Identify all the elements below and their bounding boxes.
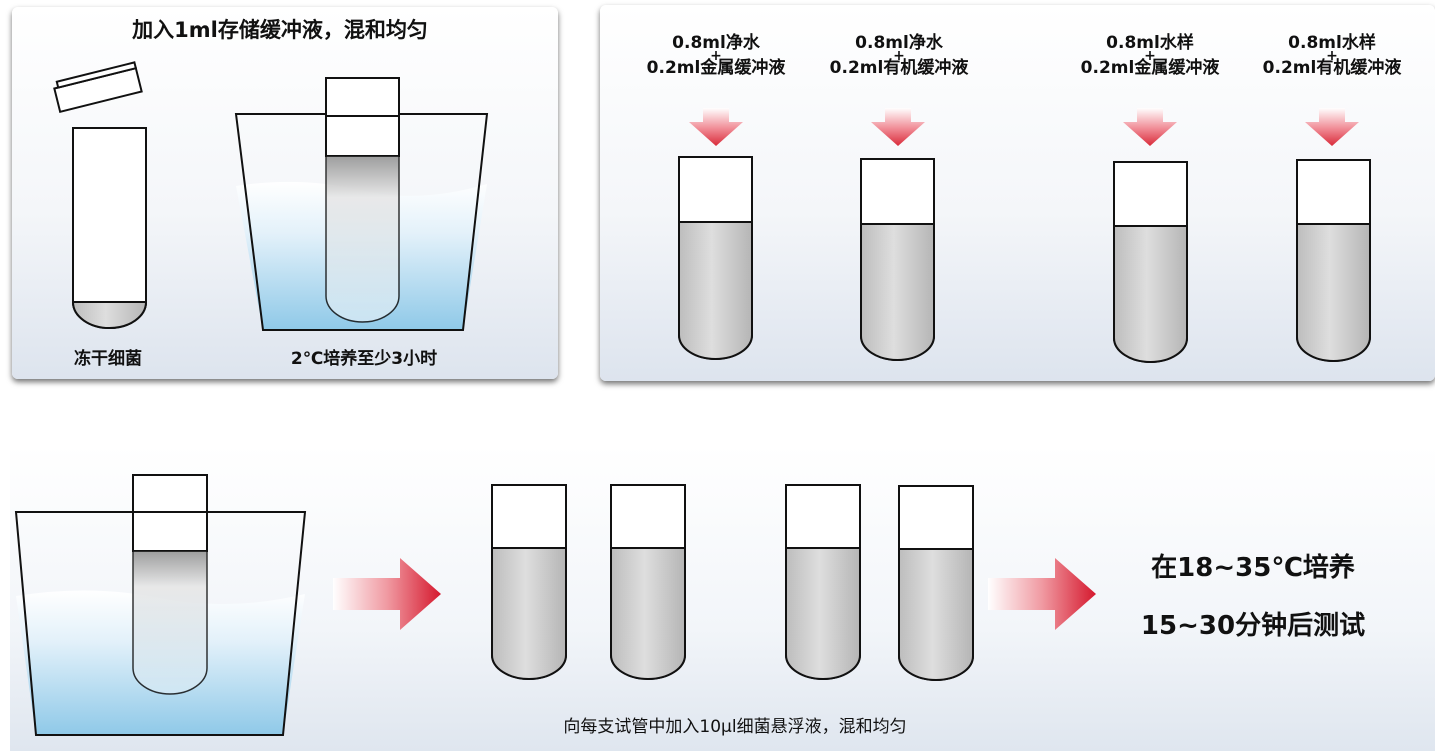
- recipe-label-1: 0.8ml净水+0.2ml金属缓冲液: [646, 33, 786, 78]
- buffer-tube-1: [678, 156, 753, 360]
- test-tube-1: [491, 484, 567, 680]
- freeze-dried-label: 冻干细菌: [74, 349, 142, 369]
- test-tube-4: [898, 485, 974, 681]
- down-arrow-2: [871, 108, 925, 146]
- freeze-dried-tube: [71, 127, 148, 329]
- recipe-label-2: 0.8ml净水+0.2ml有机缓冲液: [829, 33, 969, 78]
- recipe-label-4: 0.8ml水样+0.2ml有机缓冲液: [1262, 33, 1402, 78]
- result-line-1: 在18~35℃培养: [1151, 553, 1355, 583]
- down-arrow-4: [1305, 108, 1359, 146]
- inoculation-caption: 向每支试管中加入10μl细菌悬浮液，混和均匀: [563, 717, 907, 737]
- step3-tubes: [491, 484, 974, 681]
- bath-beaker-2: [14, 474, 307, 736]
- step1-title: 加入1ml存储缓冲液，混和均匀: [132, 18, 428, 42]
- ice-bath-beaker: [234, 77, 489, 331]
- result-line-2: 15~30分钟后测试: [1140, 611, 1366, 641]
- buffer-tube-2: [860, 158, 935, 361]
- test-tube-2: [610, 484, 686, 680]
- arrow-right-1: [333, 558, 441, 630]
- down-arrow-3: [1123, 108, 1177, 146]
- down-arrow-1: [689, 108, 743, 146]
- recipe-label-3: 0.8ml水样+0.2ml金属缓冲液: [1080, 33, 1220, 78]
- incubation-label: 2℃培养至少3小时: [290, 349, 438, 369]
- buffer-tube-4: [1296, 159, 1371, 362]
- test-tube-3: [785, 484, 861, 680]
- buffer-tube-3: [1113, 161, 1188, 363]
- step2-tubes: [678, 108, 1371, 363]
- arrow-right-2: [988, 558, 1096, 630]
- tube-cap: [53, 61, 143, 114]
